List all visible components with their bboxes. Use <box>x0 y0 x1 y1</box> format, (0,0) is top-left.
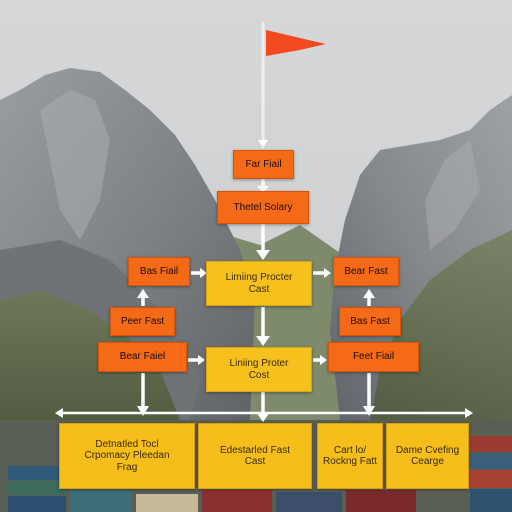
box-row1-center: Limiing Procter Cast <box>206 261 312 306</box>
box-row2-right-label: Bas Fast <box>350 315 390 327</box>
right-vegetation <box>370 230 512 420</box>
box-row3-center-line2: Cost <box>248 369 270 381</box>
box-row3-right-label: Feet Fiail <box>352 351 395 363</box>
shipping-containers <box>8 436 512 512</box>
box-top-1-label: Far Fiail <box>245 158 282 170</box>
box-row2-left: Peer Fast <box>110 307 175 336</box>
box-row3-center: Liniing Proter Cost <box>206 347 312 392</box>
box-row2-right: Bas Fast <box>339 307 401 336</box>
box-top-2-label: Thetel Solary <box>233 201 293 213</box>
box-top-2: Thetel Solary <box>217 191 309 224</box>
box-row3-center-line1: Liniing Proter <box>229 358 289 369</box>
left-mountain-ridge <box>40 90 110 240</box>
box-bottom-4: Dame Cvefing Cearge <box>386 423 469 489</box>
box-row1-center-line2: Cast <box>248 283 270 295</box>
box-row1-right: Bear Fast <box>333 257 399 286</box>
box-bottom-3: Cart lo/ Rockng Fatt <box>317 423 383 489</box>
box-bottom-2-line1: Edestarled Fast <box>219 444 291 456</box>
box-bottom-1-line1: Detnatled Tocl <box>95 438 159 450</box>
box-bottom-1-line2: Crpomacy Pleedan <box>84 450 170 462</box>
box-bottom-3-line2: Rockng Fatt <box>323 456 377 467</box>
box-top-1: Far Fiail <box>233 150 294 179</box>
box-bottom-2-line2: Cast <box>244 456 266 467</box>
box-row1-left-label: Bas Fiail <box>139 265 179 277</box>
box-row1-right-label: Bear Fast <box>344 265 388 277</box>
box-bottom-4-line2: Cearge <box>411 456 444 467</box>
box-row1-center-line1: Limiing Procter <box>225 272 293 283</box>
right-mountain-ridge <box>425 140 480 250</box>
box-bottom-1-line3: Frag <box>116 461 138 473</box>
box-bottom-4-line1: Dame Cvefing <box>395 444 460 456</box>
left-vegetation <box>0 290 180 420</box>
connector-arrows <box>55 179 473 422</box>
box-bottom-3-line1: Cart lo/ <box>333 444 367 456</box>
box-row3-left-label: Bear Faiel <box>119 351 166 363</box>
box-row3-left: Bear Faiel <box>98 342 187 372</box>
box-bottom-2: Edestarled Fast Cast <box>198 423 312 489</box>
box-row3-right: Feet Fiail <box>328 342 419 372</box>
box-bottom-1: Detnatled Tocl Crpomacy Pleedan Frag <box>59 423 195 489</box>
box-row1-left: Bas Fiail <box>128 257 190 286</box>
box-row2-left-label: Peer Fast <box>120 315 165 327</box>
flag-icon <box>258 22 326 148</box>
